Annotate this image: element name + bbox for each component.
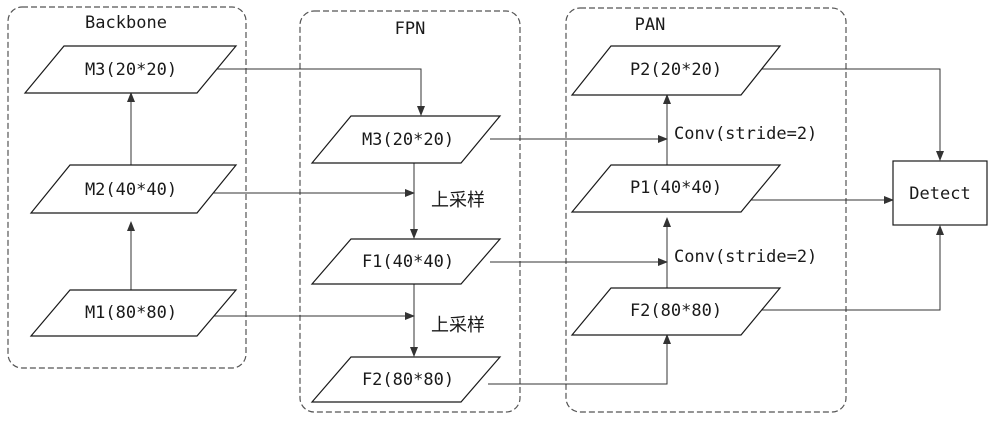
edges (127, 68, 944, 385)
detect-node-label: Detect (909, 184, 970, 204)
detect-node-box (892, 160, 988, 226)
fpn-group-frame (299, 10, 521, 413)
fpn-node-f1-shape (310, 238, 502, 285)
pan-node-p1: P1(40*40) (570, 164, 782, 213)
edge-backbone-m3-to-fpn-m3 (210, 68, 425, 116)
fpn-node-f1-label: F1(40*40) (362, 252, 454, 272)
backbone-node-m1-shape (29, 289, 238, 337)
backbone-node-m1-label: M1(80*80) (85, 303, 177, 323)
fpn-node-f2: F2(80*80) (310, 356, 502, 403)
pan-conv-label-2: Conv(stride=2) (674, 247, 817, 267)
edge-fpn-f2-to-pan-f2 (488, 334, 671, 385)
backbone-group-frame (7, 6, 247, 369)
pan-group: PAN (565, 7, 847, 413)
backbone-node-m2-label: M2(40*40) (85, 180, 177, 200)
edge-p2-to-detect (741, 68, 944, 161)
backbone-group-title: Backbone (85, 13, 167, 33)
fpn-group-title: FPN (395, 19, 426, 39)
fpn-node-f2-shape (310, 356, 502, 403)
pan-group-frame (565, 7, 847, 413)
pan-group-title: PAN (635, 15, 666, 35)
pan-node-p2-shape (570, 45, 782, 96)
fpn-node-m3: M3(20*20) (310, 115, 502, 164)
pan-node-f2-shape (570, 287, 782, 336)
fpn-node-m3-label: M3(20*20) (362, 130, 454, 150)
edge-pan-f2-to-detect (741, 225, 944, 311)
backbone-node-m3-label: M3(20*20) (85, 60, 177, 80)
backbone-node-m1: M1(80*80) (29, 289, 238, 337)
pan-node-p1-shape (570, 164, 782, 213)
pan-node-p2: P2(20*20) (570, 45, 782, 96)
fpn-node-m3-shape (310, 115, 502, 164)
pan-node-f2: F2(80*80) (570, 287, 782, 336)
pan-node-f2-label: F2(80*80) (630, 301, 722, 321)
pan-conv-label-1: Conv(stride=2) (674, 124, 817, 144)
backbone-node-m2: M2(40*40) (29, 164, 238, 214)
fpn-upsample-label-1: 上采样 (431, 190, 485, 211)
pan-node-p2-label: P2(20*20) (630, 60, 722, 80)
detect-node: Detect (892, 160, 988, 226)
fpn-node-f1: F1(40*40) (310, 238, 502, 285)
backbone-node-m3-shape (23, 45, 238, 94)
backbone-node-m3: M3(20*20) (23, 45, 238, 94)
backbone-group: Backbone (7, 6, 247, 369)
fpn-upsample-label-2: 上采样 (431, 315, 485, 336)
backbone-node-m2-shape (29, 164, 238, 214)
pan-node-p1-label: P1(40*40) (630, 178, 722, 198)
fpn-node-f2-label: F2(80*80) (362, 370, 454, 390)
fpn-group: FPN (299, 10, 521, 413)
